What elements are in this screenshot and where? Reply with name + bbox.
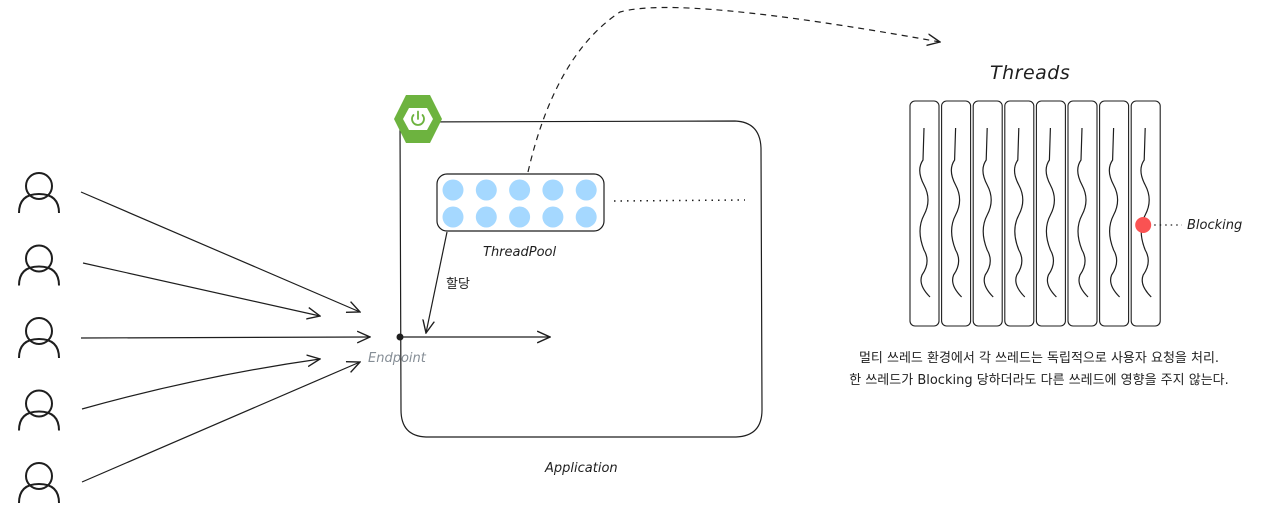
threadpool-thread xyxy=(442,206,464,228)
thread-lane xyxy=(1067,100,1098,327)
description-line-1: 멀티 쓰레드 환경에서 각 쓰레드는 독립적으로 사용자 요청을 처리. xyxy=(858,351,1220,366)
request-arrow xyxy=(81,359,320,410)
request-arrow xyxy=(82,262,320,316)
threadpool-box xyxy=(436,173,605,232)
thread-wave xyxy=(982,127,994,298)
user-icon xyxy=(18,389,60,431)
blocking-label: Blocking xyxy=(1187,218,1243,233)
thread-wave xyxy=(1140,127,1152,298)
thread-wave xyxy=(1077,127,1089,298)
threadpool-thread xyxy=(475,206,497,228)
threadpool-thread xyxy=(475,179,497,201)
request-arrow xyxy=(81,362,360,483)
application-box xyxy=(399,120,763,438)
user-icon xyxy=(18,244,60,286)
allocation-arrow xyxy=(426,231,448,333)
application-label: Application xyxy=(545,461,618,476)
threadpool-continuation-dots xyxy=(613,199,746,202)
threads-panel xyxy=(909,100,1182,327)
user-icon xyxy=(18,462,60,504)
threadpool-thread xyxy=(575,206,597,228)
thread-wave xyxy=(1045,127,1057,298)
threadpool-threads xyxy=(442,179,597,228)
threadpool-to-threads-arrow xyxy=(527,6,940,173)
request-arrows xyxy=(80,191,370,483)
threadpool-thread xyxy=(542,206,564,228)
thread-lane xyxy=(909,100,940,327)
power-icon xyxy=(411,110,425,126)
threadpool-thread xyxy=(575,179,597,201)
description-line-2: 한 쓰레드가 Blocking 당하더라도 다른 쓰레드에 영향을 주지 않는다… xyxy=(849,373,1229,388)
thread-wave xyxy=(950,127,963,298)
blocking-dot xyxy=(1135,217,1152,233)
spring-logo xyxy=(394,95,442,143)
endpoint-label: Endpoint xyxy=(368,351,426,366)
thread-wave xyxy=(1108,127,1121,298)
threadpool-thread xyxy=(509,179,531,201)
user-icon xyxy=(18,172,60,214)
thread-lane xyxy=(1130,100,1182,327)
thread-wave xyxy=(919,127,931,298)
thread-lane xyxy=(972,100,1003,327)
endpoint-dot xyxy=(396,333,404,341)
threadpool-thread xyxy=(509,206,531,228)
thread-lane xyxy=(1004,100,1035,327)
thread-wave xyxy=(1013,127,1026,298)
threads-title: Threads xyxy=(990,62,1071,84)
thread-lane xyxy=(1035,100,1066,327)
users-group xyxy=(18,172,60,504)
allocation-label: 할당 xyxy=(446,277,470,292)
threadpool-thread xyxy=(442,179,464,201)
request-arrow xyxy=(80,191,360,312)
threadpool-label: ThreadPool xyxy=(483,245,557,260)
user-icon xyxy=(18,317,60,359)
request-arrow xyxy=(80,337,370,338)
threadpool-thread xyxy=(542,179,564,201)
thread-lane xyxy=(941,100,972,327)
description: 멀티 쓰레드 환경에서 각 쓰레드는 독립적으로 사용자 요청을 처리. 한 쓰… xyxy=(800,348,1278,392)
thread-lane xyxy=(1099,100,1130,327)
